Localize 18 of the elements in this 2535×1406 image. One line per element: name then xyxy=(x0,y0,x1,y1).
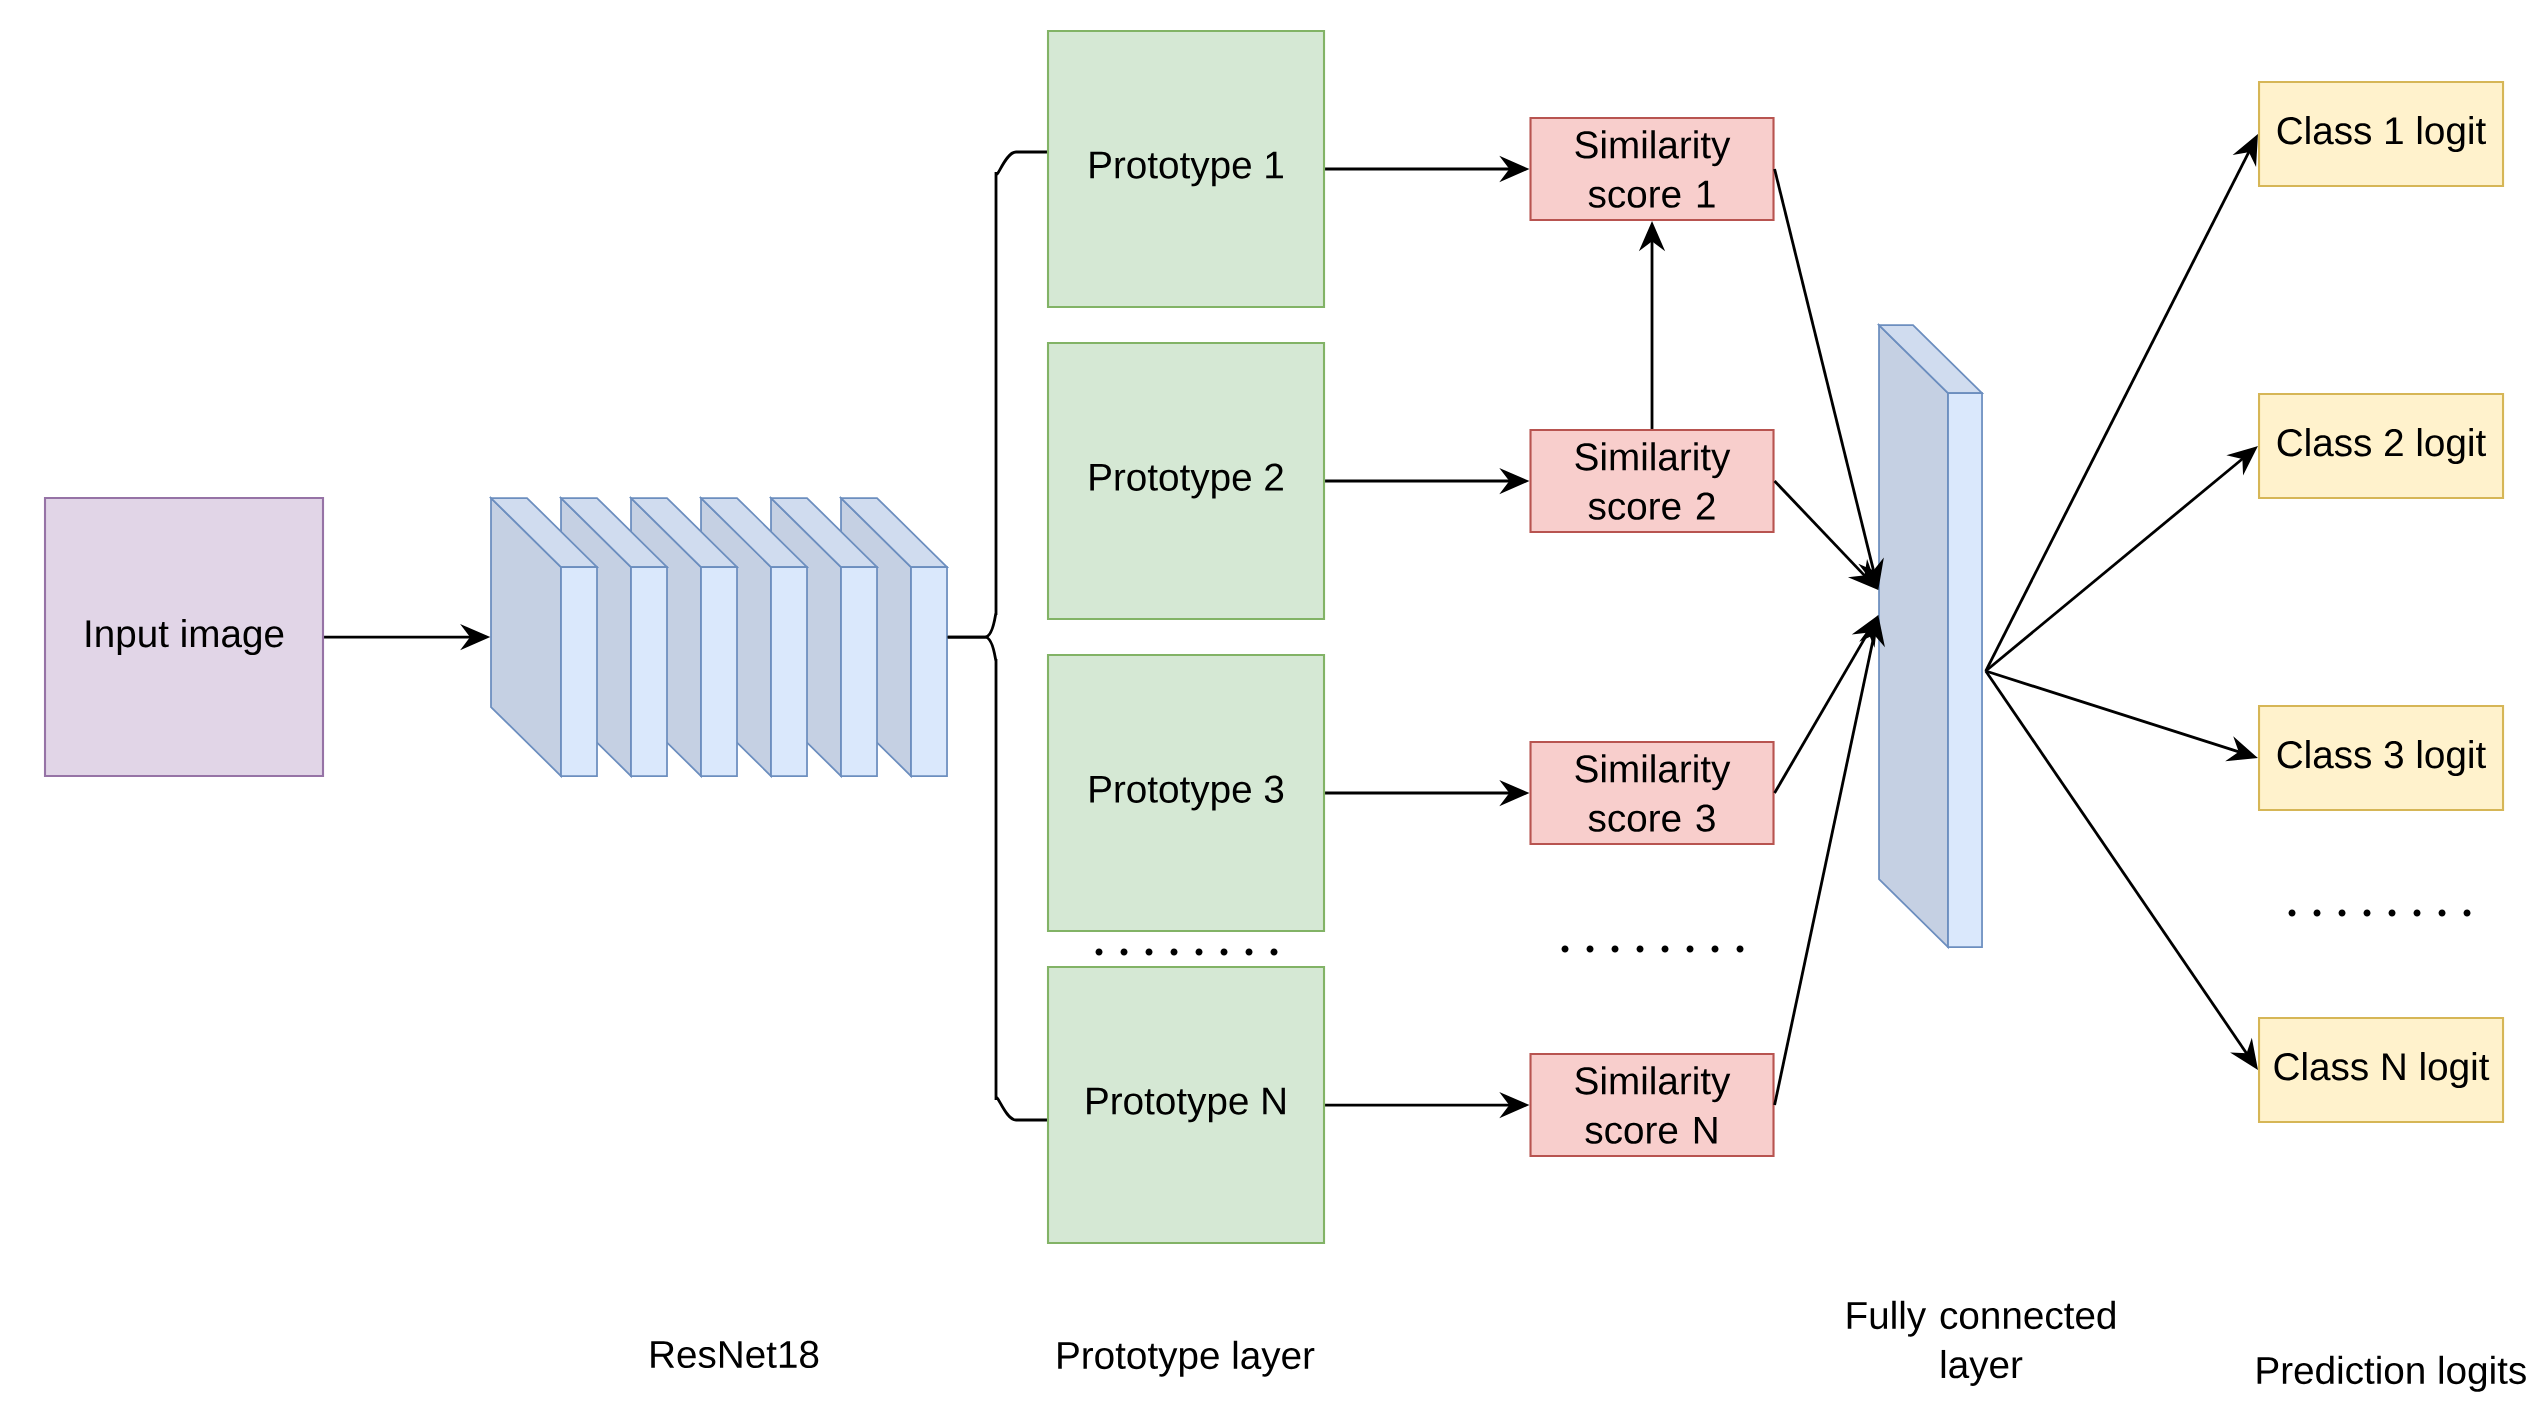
prototype-box: Prototype 3 xyxy=(1046,653,1326,933)
prototype-box: Prototype 2 xyxy=(1046,341,1326,621)
caption: ResNet18 xyxy=(651,1340,819,1369)
caption: Prototype layer xyxy=(1058,1340,1315,1377)
score-box: Similarity score 3 xyxy=(1529,740,1775,846)
logit-box: Class N logit xyxy=(2258,1016,2505,1124)
logit-box: Class 2 logit xyxy=(2258,392,2505,500)
score-box: Similarity score 1 xyxy=(1529,116,1775,222)
bracket-line xyxy=(947,635,1047,1122)
prototype-box: Prototype 1 xyxy=(1046,29,1326,309)
prototype-box: Prototype N xyxy=(1046,965,1326,1245)
score-box: Similarity score 2 xyxy=(1529,428,1775,534)
caption: Prediction logits xyxy=(2257,1355,2526,1392)
logit-box: Class 3 logit xyxy=(2258,704,2505,812)
caption: Fully connected layer xyxy=(1847,1300,2115,1386)
score-box: Similarity score N xyxy=(1529,1053,1775,1158)
logit-box: Class 1 logit xyxy=(2258,80,2505,188)
input-box: Input image xyxy=(43,496,325,778)
